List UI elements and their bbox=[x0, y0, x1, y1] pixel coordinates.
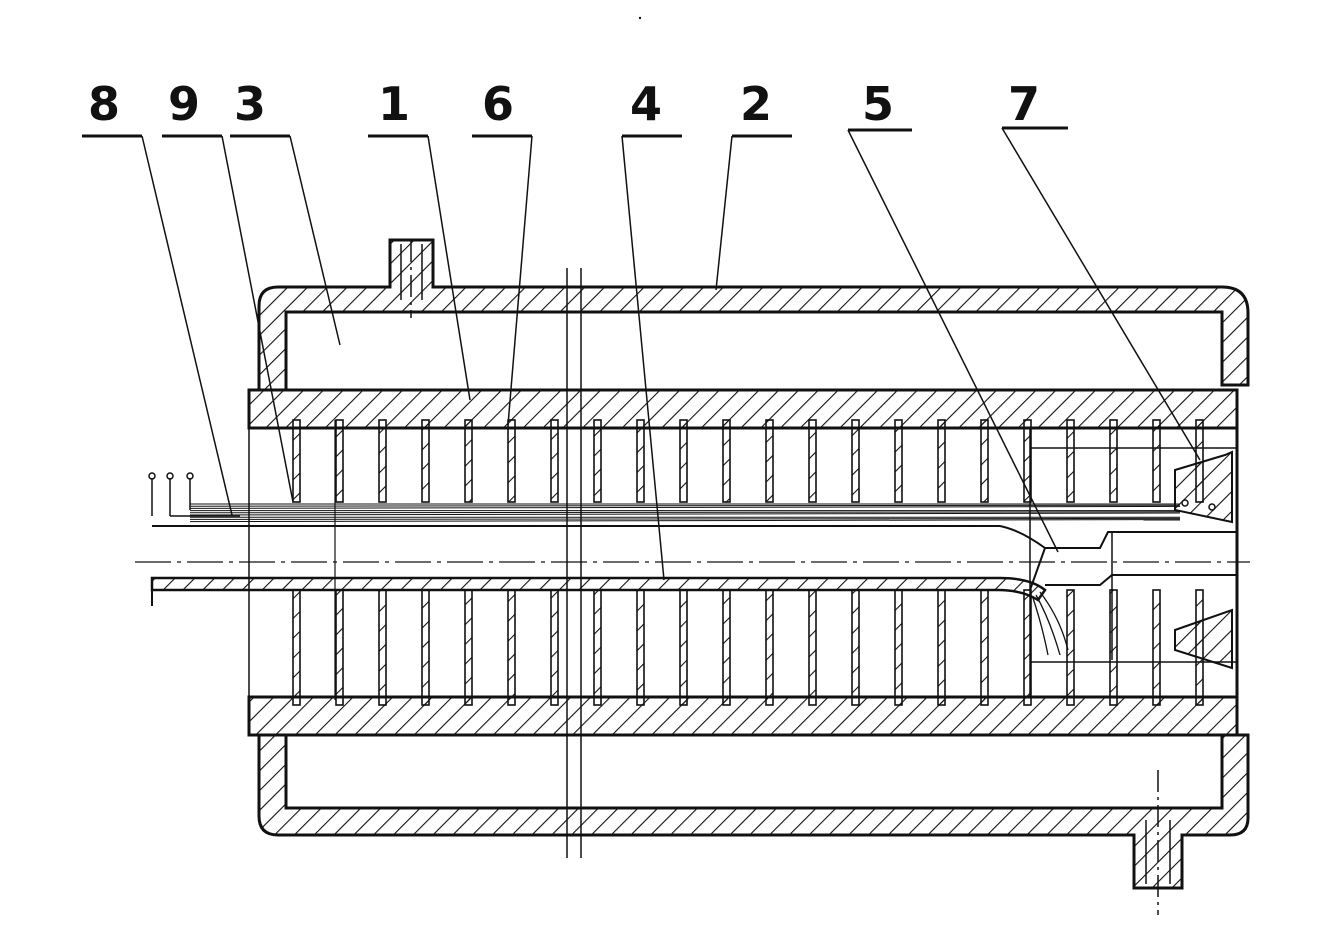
inner-tube-wall bbox=[247, 388, 1239, 737]
callout-6: 6 bbox=[472, 77, 533, 426]
callout-8-label: 8 bbox=[88, 77, 120, 131]
fin-lower bbox=[636, 589, 645, 706]
fin-upper bbox=[980, 419, 989, 503]
fin-upper bbox=[1023, 419, 1032, 503]
fin-array bbox=[292, 419, 1204, 706]
fin-upper bbox=[421, 419, 430, 503]
fin-lower bbox=[550, 589, 559, 706]
fin-upper bbox=[292, 419, 301, 503]
callout-9: 9 bbox=[162, 77, 294, 503]
callout-2-label: 2 bbox=[740, 77, 772, 131]
fin-lower bbox=[808, 589, 817, 706]
callout-3: 3 bbox=[230, 77, 341, 346]
outer-jacket bbox=[257, 238, 1250, 915]
fin-lower bbox=[292, 589, 301, 706]
callout-7-label: 7 bbox=[1008, 77, 1040, 131]
central-pipe bbox=[150, 525, 1069, 656]
fin-lower bbox=[1066, 589, 1075, 706]
callout-1-label: 1 bbox=[378, 77, 410, 131]
wire-strand bbox=[189, 505, 1181, 509]
fin-upper bbox=[507, 419, 516, 503]
fin-lower bbox=[593, 589, 602, 706]
fin-upper bbox=[464, 419, 473, 503]
fin-lower bbox=[378, 589, 387, 706]
wire-strand bbox=[189, 512, 1181, 516]
fin-upper bbox=[679, 419, 688, 503]
fin-upper bbox=[808, 419, 817, 503]
fin-upper bbox=[378, 419, 387, 503]
callout-6-label: 6 bbox=[482, 77, 514, 131]
fin-lower bbox=[335, 589, 344, 706]
fin-upper bbox=[636, 419, 645, 503]
callout-8: 8 bbox=[82, 77, 233, 516]
fin-upper bbox=[765, 419, 774, 503]
fin-upper bbox=[550, 419, 559, 503]
fin-lower bbox=[765, 589, 774, 706]
wire-strand bbox=[189, 511, 1181, 514]
fin-lower bbox=[464, 589, 473, 706]
wire-bundle bbox=[189, 503, 1181, 523]
outlet-assembly bbox=[1029, 428, 1237, 698]
fin-upper bbox=[593, 419, 602, 503]
fin-lower bbox=[679, 589, 688, 706]
fin-upper bbox=[851, 419, 860, 503]
callout-4: 4 bbox=[621, 77, 682, 581]
callout-4-label: 4 bbox=[630, 77, 662, 131]
callout-7: 7 bbox=[1001, 77, 1201, 461]
fin-lower bbox=[894, 589, 903, 706]
callout-2: 2 bbox=[715, 77, 792, 291]
fin-upper bbox=[1109, 419, 1118, 503]
fin-lower bbox=[937, 589, 946, 706]
wire-strand bbox=[189, 504, 1181, 507]
fin-upper bbox=[1066, 419, 1075, 503]
callout-1: 1 bbox=[368, 77, 471, 401]
fin-upper bbox=[1152, 419, 1161, 503]
callout-3-label: 3 bbox=[234, 77, 266, 131]
callout-5-label: 5 bbox=[862, 77, 894, 131]
wire-strand bbox=[189, 519, 1181, 523]
fin-upper bbox=[894, 419, 903, 503]
fin-lower bbox=[421, 589, 430, 706]
fin-upper bbox=[335, 419, 344, 503]
fin-upper bbox=[722, 419, 731, 503]
center-lines bbox=[135, 268, 1250, 858]
callout-5: 5 bbox=[847, 77, 1059, 553]
reference-callouts: 8 9 3 1 6 4 2 bbox=[82, 77, 1201, 581]
callout-9-label: 9 bbox=[168, 77, 200, 131]
fin-lower bbox=[1152, 589, 1161, 706]
fin-lower bbox=[722, 589, 731, 706]
fin-lower bbox=[1109, 589, 1118, 706]
fin-lower bbox=[507, 589, 516, 706]
fin-upper bbox=[937, 419, 946, 503]
fin-lower bbox=[980, 589, 989, 706]
wire-terminals bbox=[148, 472, 240, 517]
fin-lower bbox=[851, 589, 860, 706]
wire-strand bbox=[189, 517, 1181, 520]
